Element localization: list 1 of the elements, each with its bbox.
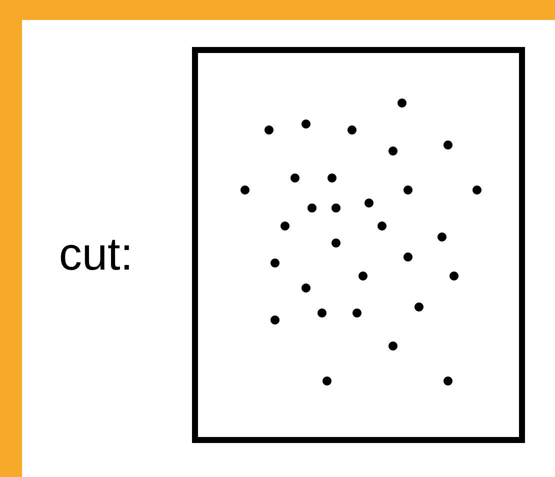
label: cut: [60,240,129,270]
